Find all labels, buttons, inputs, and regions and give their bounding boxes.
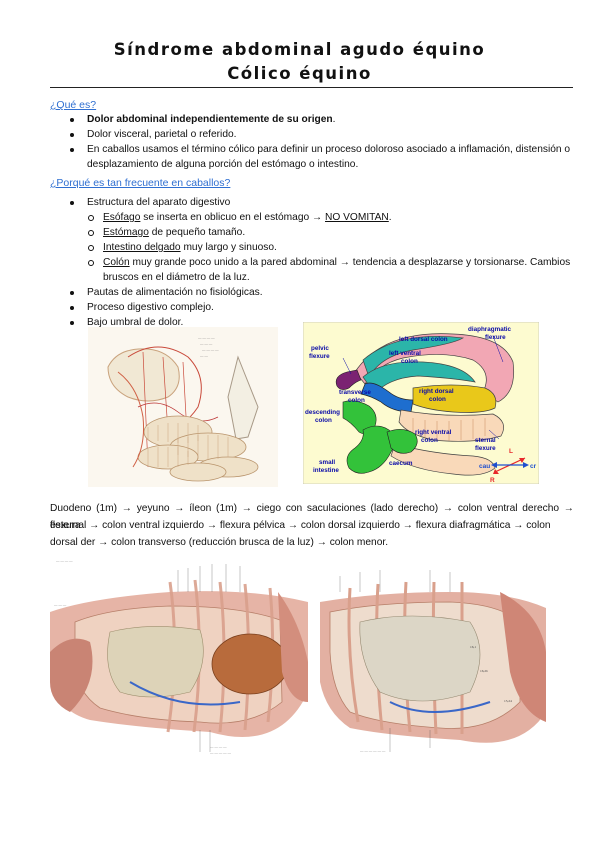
right-dorsal-colon-shape <box>412 384 497 413</box>
svg-text:— — —: — — — <box>199 342 213 346</box>
transit-line2: esternal → colon ventral izquierdo → fle… <box>50 520 551 531</box>
label-left-ventral: left ventral <box>389 350 421 357</box>
bullet-icon <box>70 321 74 325</box>
svg-text:— —: — — <box>199 354 208 358</box>
section-heading-porque[interactable]: ¿Porqué es tan frecuente en caballos? <box>50 177 231 189</box>
label-descending-colon: colon <box>315 417 332 424</box>
sub-bullet-icon <box>88 215 94 221</box>
horse-abdomen-left-view: — — — — — — — — — — — — — — — — <box>50 552 308 760</box>
term-intestino: Intestino delgado <box>103 242 181 253</box>
label-pelvic-flexure: flexure <box>309 353 330 360</box>
svg-text:16,1: 16,1 <box>470 645 476 650</box>
term-esofago: Esófago <box>103 212 141 223</box>
bullet-umbral: Bajo umbral de dolor. <box>87 317 184 328</box>
term-estomago: Estómago <box>103 227 149 238</box>
svg-text:15,24: 15,24 <box>504 699 512 704</box>
ventral-colon-band <box>362 361 476 395</box>
sub-bullet-icon <box>88 260 94 266</box>
section-heading-que-es[interactable]: ¿Qué es? <box>50 99 97 111</box>
bullet-definition: Dolor abdominal independientemente de su… <box>87 112 336 127</box>
small-intestine-shape <box>346 425 395 474</box>
text: de pequeño tamaño. <box>148 227 246 238</box>
bullet-icon <box>70 133 74 137</box>
term-colon: Colón <box>103 257 130 268</box>
direction-compass-icon <box>491 457 529 474</box>
caecum-shape <box>390 443 496 476</box>
label-transverse: transverse <box>339 389 371 396</box>
bullet-icon <box>70 118 74 122</box>
svg-text:— — — —: — — — — <box>55 559 73 563</box>
pelvic-flexure-shape <box>335 369 362 390</box>
label-dir-cau: cau <box>479 463 490 470</box>
svg-text:16,2b: 16,2b <box>480 669 488 674</box>
label-right-ventral-colon: colon <box>421 437 438 444</box>
page-subtitle: Cólico équino <box>227 64 372 83</box>
label-small: small <box>319 459 335 466</box>
emph-no-vomitan: NO VOMITAN <box>325 212 389 223</box>
sub-bullet-icon <box>88 230 94 236</box>
small-intestine-loop <box>386 429 418 454</box>
text: se inserta en oblicuo en el estómago → <box>140 212 326 223</box>
transit-line1: Duodeno (1m) → yeyuno → íleon (1m) → cie… <box>50 503 574 531</box>
left-ventral-colon-shape <box>362 335 465 378</box>
label-left-ventral-colon: colon <box>401 358 418 365</box>
sub-bullet-icon <box>88 245 94 251</box>
colon-diagram: left dorsal colon diaphragmatic flexure … <box>303 322 539 484</box>
svg-text:— — —: — — — <box>53 603 67 607</box>
svg-text:— — — — —: — — — — — <box>209 751 232 755</box>
bullet-colico-line2: desplazamiento de alguna porción del est… <box>87 159 359 170</box>
label-right-ventral: right ventral <box>415 429 452 436</box>
punct: . <box>388 212 392 223</box>
svg-text:— — — — — —: — — — — — — <box>359 749 386 753</box>
bold-text: Dolor abdominal independientemente de su… <box>87 114 333 125</box>
label-right-dorsal-colon: colon <box>429 396 446 403</box>
label-caecum: caecum <box>389 460 413 467</box>
text: muy grande poco unido a la pared abdomin… <box>129 257 571 268</box>
svg-text:— — — —: — — — — <box>209 745 227 749</box>
label-sternal: sternal <box>475 437 496 444</box>
bullet-icon <box>70 306 74 310</box>
transit-line3: dorsal der → colon transverso (reducción… <box>50 537 389 548</box>
label-pelvic: pelvic <box>311 345 329 352</box>
bullet-proceso: Proceso digestivo complejo. <box>87 302 214 313</box>
svg-text:— — — —: — — — — <box>201 348 219 352</box>
label-diaphragmatic-flexure: flexure <box>485 334 506 341</box>
label-dir-L: L <box>509 448 513 455</box>
sub-bullet-esofago: Esófago se inserta en oblicuo en el estó… <box>103 210 392 225</box>
horse-abdomen-right-view: 16,1 16,2b 15,24 — — — — — — <box>320 552 546 760</box>
bullet-icon <box>70 201 74 205</box>
sub-bullet-intestino: Intestino delgado muy largo y sinuoso. <box>103 240 277 255</box>
text: muy largo y sinuoso. <box>180 242 277 253</box>
sub-bullet-colon-line2: bruscos en el diámetro de la luz. <box>103 272 250 283</box>
label-intestine: intestine <box>313 467 339 474</box>
digestive-tract-illustration: — — — — — — — — — — — — — <box>88 327 278 487</box>
label-right-dorsal: right dorsal <box>419 388 454 395</box>
label-diaphragmatic: diaphragmatic <box>468 326 512 333</box>
label-descending: descending <box>305 409 340 416</box>
title-divider <box>50 87 573 88</box>
label-sternal-flexure: flexure <box>475 445 496 452</box>
bullet-icon <box>70 291 74 295</box>
label-left-dorsal-colon: left dorsal colon <box>399 336 448 343</box>
bullet-colico-line1: En caballos usamos el término cólico par… <box>87 144 571 155</box>
sub-bullet-estomago: Estómago de pequeño tamaño. <box>103 225 245 240</box>
page-title: Síndrome abdominal agudo équino <box>113 40 486 59</box>
bullet-icon <box>70 148 74 152</box>
sub-bullet-colon: Colón muy grande poco unido a la pared a… <box>103 255 570 270</box>
bullet-pautas: Pautas de alimentación no fisiológicas. <box>87 287 263 298</box>
svg-text:— — — —: — — — — <box>197 336 215 340</box>
label-transverse-colon: colon <box>348 397 365 404</box>
label-dir-R: R <box>490 477 495 484</box>
bullet-pain-type: Dolor visceral, parietal o referido. <box>87 129 237 140</box>
punct: . <box>332 114 336 125</box>
label-dir-cr: cr <box>530 463 537 470</box>
bullet-estructura: Estructura del aparato digestivo <box>87 197 231 208</box>
